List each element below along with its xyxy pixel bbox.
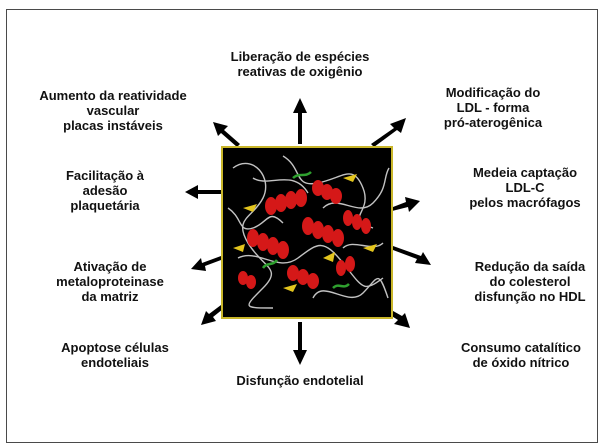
arrow-left-upper [185, 185, 221, 199]
arrow-right-upper [392, 197, 420, 212]
arrow-up-right [371, 118, 406, 147]
arrow-right-lower [393, 246, 431, 265]
arrow-down [293, 322, 307, 365]
arrow-up-left [213, 122, 240, 147]
protein-structure-image [221, 146, 393, 319]
protein-structure-icon [223, 148, 391, 317]
arrow-left-lower [191, 256, 221, 271]
arrow-up [293, 98, 307, 144]
label-bottom: Disfunção endotelial [236, 373, 364, 388]
